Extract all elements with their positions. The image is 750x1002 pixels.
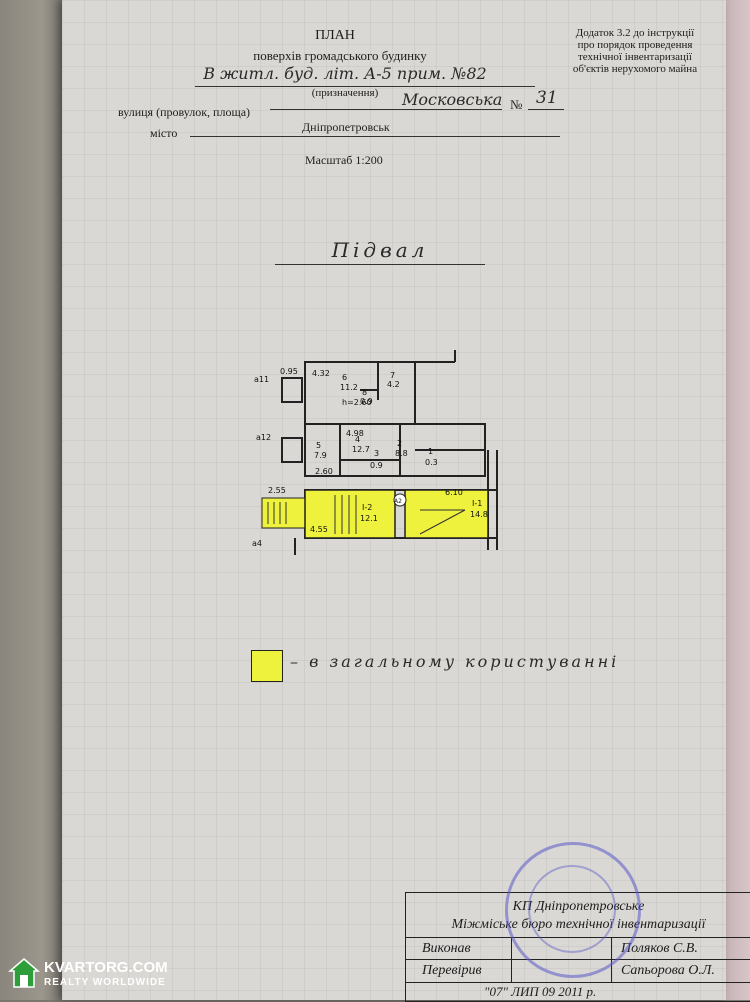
dim-1: 4.32 (312, 369, 330, 378)
room-5-id: 5 (316, 441, 321, 450)
room-2-area: 8.8 (395, 449, 408, 458)
checked-label: Перевірив (422, 963, 482, 978)
room-i1-id: I-1 (472, 499, 482, 508)
common-area-room-i2 (304, 489, 396, 539)
common-area-room-i1 (404, 489, 489, 539)
label-a2: A2 (394, 498, 402, 505)
floor-plan: 4.32 0.95 6 11.2 h=2.60 8 0.9 7 4.2 5 7.… (252, 350, 498, 555)
room-i2-id: I-2 (362, 503, 372, 512)
room-8-id: 8 (362, 388, 367, 397)
dim-mid: 2.60 (315, 467, 333, 476)
dim-mid-top: 4.98 (346, 429, 364, 438)
annex-note: Додаток 3.2 до інструкції про порядок пр… (560, 27, 710, 75)
stamp-row-divider-3 (406, 982, 750, 983)
room-6-area: 11.2 (340, 383, 358, 392)
purpose-underline (195, 86, 535, 87)
number-value: 31 (536, 88, 558, 108)
scale: Масштаб 1:200 (305, 153, 383, 167)
stamp-col-divider-left (511, 937, 512, 982)
room-6-id: 6 (342, 373, 347, 382)
purpose-caption: (призначення) (311, 87, 379, 99)
city-underline (190, 136, 560, 137)
annex-line-2: про порядок проведення (577, 39, 693, 51)
folder-left-edge (0, 0, 70, 1000)
street-underline (270, 109, 502, 110)
room-3-area: 0.9 (370, 461, 383, 470)
annex-line-3: технічної інвентаризації (578, 51, 692, 63)
legend-swatch (251, 650, 283, 682)
annex-line-1: Додаток 3.2 до інструкції (575, 27, 695, 39)
dim-lower-top: 6.10 (445, 488, 463, 497)
number-underline (528, 109, 564, 110)
house-logo-icon (8, 958, 40, 988)
site-watermark: KVARTORG.COM REALTY WORLDWIDE (8, 955, 188, 995)
window-pit-a12 (281, 437, 303, 463)
room-1-area: 0.3 (425, 458, 438, 467)
dim-2: 0.95 (280, 367, 298, 376)
checked-name: Сапьорова О.Л. (621, 963, 715, 978)
watermark-brand: KVARTORG.COM (44, 959, 168, 976)
room-2-id: 2 (397, 439, 402, 448)
floor-title: Підвал (331, 238, 429, 262)
room-i2-area: 12.1 (360, 514, 378, 523)
stair-node (393, 493, 407, 507)
executor-label: Виконав (422, 941, 471, 956)
round-seal (505, 842, 641, 978)
window-pit-a11 (281, 377, 303, 403)
street-label: вулиця (провулок, площа) (118, 105, 251, 119)
annex-line-4: об'єктів нерухомого майна (572, 63, 698, 75)
city-label: місто (150, 126, 178, 140)
label-a4: a4 (252, 539, 262, 548)
street-value: Московська (402, 90, 503, 109)
room-4-area: 12.7 (352, 445, 370, 454)
label-a12: a12 (256, 433, 271, 442)
room-7-area: 4.2 (387, 380, 400, 389)
floor-title-underline (275, 264, 485, 265)
common-area-entrance (261, 497, 306, 529)
city-value: Дніпропетровськ (302, 120, 390, 134)
number-label: № (510, 97, 523, 112)
room-i1-area: 14.8 (470, 510, 488, 519)
purpose-value: В житл. буд. літ. А-5 прим. №82 (203, 64, 487, 83)
watermark-tagline: REALTY WORLDWIDE (44, 977, 166, 988)
executor-name: Поляков С.В. (621, 941, 698, 956)
dim-entrance: 2.55 (268, 486, 286, 495)
room-4-id: 4 (355, 435, 360, 444)
room-7-id: 7 (390, 371, 395, 380)
room-8-area: 0.9 (360, 397, 373, 406)
dim-lower-left: 4.55 (310, 525, 328, 534)
doc-title: ПЛАН (315, 28, 355, 43)
legend-text: – в загальному користуванні (290, 652, 620, 671)
room-6-note: h=2.60 (342, 398, 372, 407)
doc-subtitle: поверхів громадського будинку (253, 48, 427, 63)
room-1-id: 1 (428, 447, 433, 456)
room-3-id: 3 (374, 449, 379, 458)
stamp-date: "07" ЛИП 09 2011 р. (484, 984, 597, 999)
label-a11: a11 (254, 375, 269, 384)
room-5-area: 7.9 (314, 451, 327, 460)
